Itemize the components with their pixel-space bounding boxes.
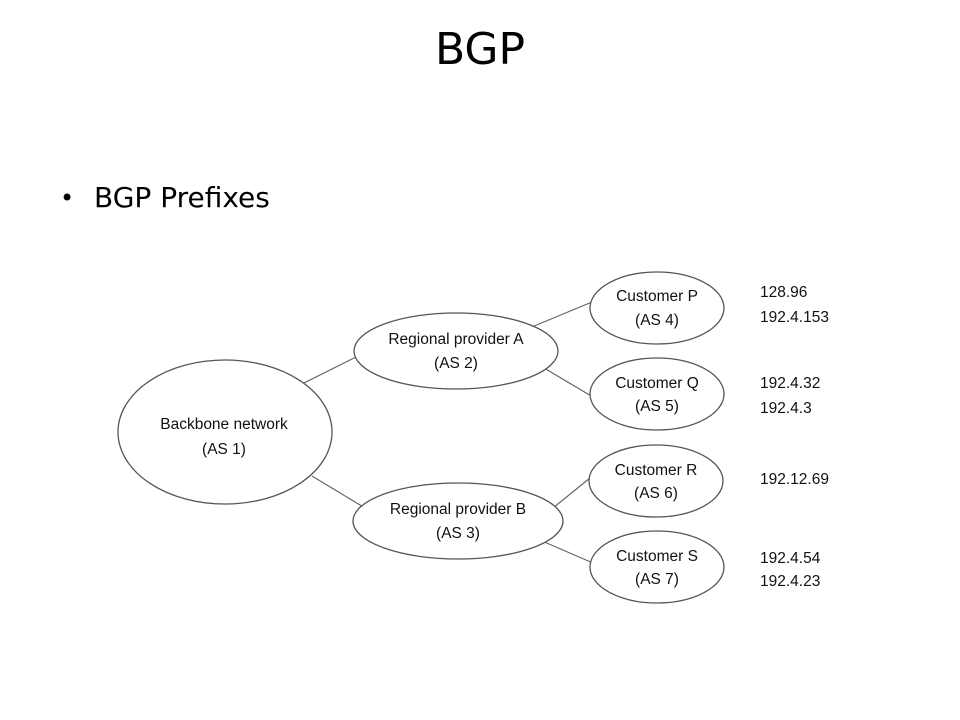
edge-regional-b-customer-s [541, 540, 594, 564]
node-regional-a-name: Regional provider A [388, 331, 524, 348]
node-backbone-name: Backbone network [160, 416, 288, 433]
node-customer-s-as: (AS 7) [635, 571, 679, 588]
node-customer-r-as: (AS 6) [634, 485, 678, 502]
node-regional-provider-b: Regional provider B (AS 3) [352, 482, 564, 560]
bullet-item: • BGP Prefixes [60, 176, 270, 220]
node-customer-p-as: (AS 4) [635, 312, 679, 329]
edge-backbone-regional-b [311, 475, 366, 509]
slide-title: BGP [434, 24, 526, 75]
node-customer-q-as: (AS 5) [635, 398, 679, 415]
prefix-label: 192.4.153 [760, 309, 829, 326]
node-regional-b-name: Regional provider B [390, 501, 526, 518]
prefix-label: 128.96 [760, 284, 807, 301]
prefix-label: 192.4.54 [760, 550, 821, 567]
node-customer-p: Customer P (AS 4) [589, 271, 725, 345]
prefix-label: 192.12.69 [760, 471, 829, 488]
node-customer-r: Customer R (AS 6) [588, 444, 724, 518]
bullet-icon: • [60, 184, 75, 212]
edge-regional-a-customer-q [543, 367, 599, 401]
node-customer-p-name: Customer P [616, 288, 698, 305]
node-regional-a-as: (AS 2) [434, 355, 478, 372]
bullet-text: BGP Prefixes [94, 181, 270, 214]
node-customer-q-name: Customer Q [615, 375, 699, 392]
node-backbone-as: (AS 1) [202, 441, 246, 458]
prefix-label: 192.4.32 [760, 375, 820, 392]
prefix-label: 192.4.23 [760, 573, 820, 590]
prefix-label: 192.4.3 [760, 400, 812, 417]
node-regional-provider-a: Regional provider A (AS 2) [353, 312, 559, 390]
edge-backbone-regional-a [301, 355, 359, 385]
node-backbone-network: Backbone network (AS 1) [117, 359, 333, 505]
edge-regional-a-customer-p [526, 301, 593, 330]
node-customer-r-name: Customer R [615, 462, 698, 479]
node-customer-s: Customer S (AS 7) [589, 530, 725, 604]
node-regional-b-as: (AS 3) [436, 525, 480, 542]
node-customer-s-name: Customer S [616, 548, 698, 565]
node-customer-q: Customer Q (AS 5) [589, 357, 725, 431]
